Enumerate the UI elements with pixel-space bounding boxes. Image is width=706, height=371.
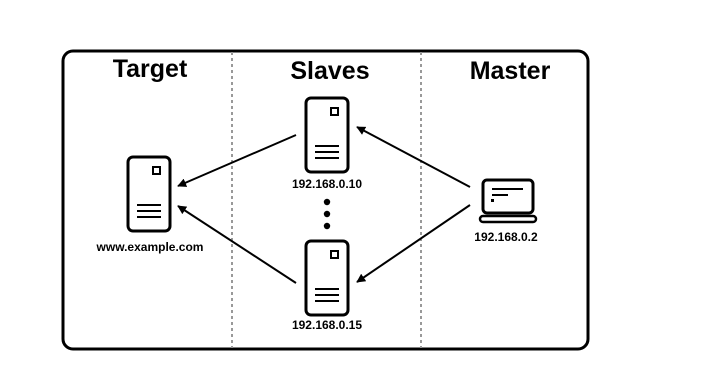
target-server-icon <box>126 155 172 233</box>
diagram-frame <box>61 49 590 351</box>
column-heading-target: Target <box>112 55 188 83</box>
vertical-ellipsis-icon <box>323 198 331 230</box>
slave-2-ip-label: 192.168.0.15 <box>291 318 363 332</box>
master-laptop-icon <box>478 178 538 224</box>
column-heading-slaves: Slaves <box>290 57 370 85</box>
column-heading-master: Master <box>469 57 551 85</box>
master-ip-label: 192.168.0.2 <box>474 230 538 244</box>
arrow-slave-1-to-target <box>177 134 297 187</box>
arrow-master-to-slave-1 <box>356 126 471 188</box>
arrow-slave-2-to-target <box>177 205 297 284</box>
slave-server-2-icon <box>304 239 350 317</box>
slave-1-ip-label: 192.168.0.10 <box>291 177 363 191</box>
target-host-label: www.example.com <box>96 240 204 254</box>
arrow-master-to-slave-2 <box>356 204 471 283</box>
slave-server-1-icon <box>304 96 350 174</box>
